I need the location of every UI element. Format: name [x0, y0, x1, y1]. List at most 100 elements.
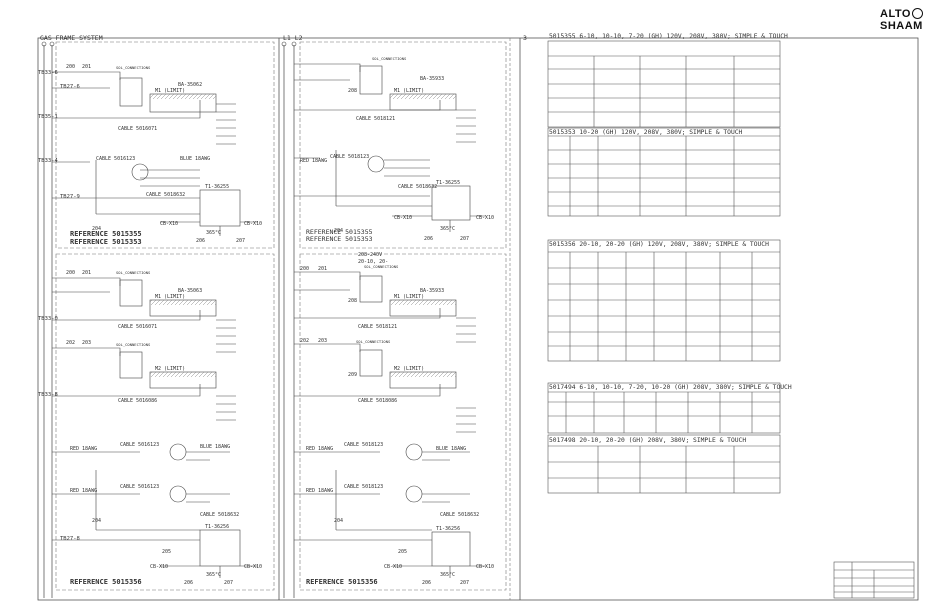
- wire-205: 205: [162, 549, 171, 555]
- wire-207: 207: [460, 236, 469, 242]
- pump-label: M1 (LIMIT): [155, 88, 185, 94]
- cable-label: CABLE 5018086: [358, 398, 397, 404]
- tb-label: TB33-8: [38, 392, 58, 398]
- logo-text-right: SHAAM: [880, 20, 923, 32]
- wire-201: 201: [82, 270, 91, 276]
- pump-label: M1 (LIMIT): [394, 88, 424, 94]
- cable-label: CABLE 5018121: [358, 324, 397, 330]
- pump-label: M2 (LIMIT): [155, 366, 185, 372]
- ba-label: BA-35063: [178, 288, 202, 294]
- terminal-icon: [281, 41, 287, 47]
- cable-label: CABLE 5018123: [344, 442, 383, 448]
- pump-label: M2 (LIMIT): [394, 366, 424, 372]
- tb-label: TB33-0: [38, 316, 58, 322]
- cable-label: CABLE 5016071: [118, 324, 157, 330]
- transformer-label: T1-36256: [205, 524, 229, 530]
- table-title: 5017498 20-10, 20-20 (GH) 208V, 380V; SI…: [549, 437, 746, 444]
- pump-label: M1 (LIMIT): [155, 294, 185, 300]
- cable-label: CABLE 5018121: [356, 116, 395, 122]
- solenoid-label: SOL_CONNECTIONS: [116, 65, 151, 70]
- cable-label: CABLE 5016123: [96, 156, 135, 162]
- wire-204: 204: [92, 518, 101, 524]
- solenoid-label: SOL_CONNECTIONS: [364, 264, 399, 269]
- cb-left: CB-X10: [160, 221, 178, 227]
- voltage-label: 208-240V: [358, 252, 382, 258]
- temp-label: 365°C: [440, 572, 455, 578]
- cb-left: CB-X10: [384, 564, 402, 570]
- table-5017494: [547, 382, 781, 434]
- left-header: GAS FRAME SYSTEM: [40, 34, 103, 42]
- wire-200: 200: [300, 266, 309, 272]
- ba-label: BA-35933: [420, 76, 444, 82]
- cable-label: CABLE 5016071: [118, 126, 157, 132]
- wire-203: 203: [82, 340, 91, 346]
- relay-coil-icon: [367, 155, 385, 173]
- cb-left: CB-X10: [394, 215, 412, 221]
- drawing-border: [37, 37, 919, 601]
- transformer-block: [199, 529, 241, 567]
- cable-label: CABLE 5018632: [146, 192, 185, 198]
- solenoid-label: SOL_CONNECTIONS: [116, 342, 151, 347]
- table-title: 5017494 6-10, 10-10, 7-20, 10-20 (GH) 20…: [549, 384, 792, 391]
- table-5015353: [547, 127, 781, 217]
- relay-coil-icon: [131, 163, 149, 181]
- temp-label: 365°C: [440, 226, 455, 232]
- wire-202: 202: [300, 338, 309, 344]
- solenoid-block: [359, 65, 383, 95]
- logo-ring-icon: [911, 8, 923, 19]
- solenoid-label: SOL_CONNECTIONS: [116, 270, 151, 275]
- wire-204: 204: [92, 226, 101, 232]
- logo-text-left: ALTO: [880, 8, 911, 20]
- relay-coil-icon: [405, 485, 423, 503]
- wire-204: 204: [334, 518, 343, 524]
- red-awg-label: RED 18AWG: [300, 158, 327, 164]
- ref-label: REFERENCE 5015355: [70, 230, 142, 238]
- tb-label: TB33-4: [38, 158, 59, 164]
- table-5017498: [547, 434, 781, 494]
- tb-label: TB27-8: [60, 536, 80, 542]
- voltage-label-2: 20-10, 20-: [358, 259, 388, 265]
- blue-awg-label: BLUE 18AWG: [436, 446, 466, 452]
- wire-206: 206: [184, 580, 193, 586]
- solenoid-label: SOL_CONNECTIONS: [372, 56, 407, 61]
- wire-207: 207: [236, 238, 245, 244]
- blue-awg-label: BLUE 18AWG: [180, 156, 210, 162]
- ref-label-faint: REFERENCE 5015355: [306, 228, 373, 236]
- wire-200: 200: [66, 270, 75, 276]
- cable-label: CABLE 5018123: [344, 484, 383, 490]
- mid-frame-bottom: [299, 253, 507, 591]
- transformer-label: T1-36256: [436, 526, 460, 532]
- cable-label: CABLE 5018632: [440, 512, 479, 518]
- wire-201: 201: [318, 266, 327, 272]
- solenoid-block: [119, 351, 143, 379]
- column-marker: 3: [523, 34, 527, 42]
- solenoid-block: [119, 77, 143, 107]
- terminal-icon: [41, 41, 47, 47]
- solenoid-block: [359, 349, 383, 377]
- wire-208: 208: [348, 298, 357, 304]
- cb-right: CB-X10: [476, 564, 494, 570]
- wire-201: 201: [82, 64, 91, 70]
- ref-label: REFERENCE 5015356: [70, 578, 142, 586]
- wire-206: 206: [424, 236, 433, 242]
- cable-label: CABLE 5016123: [120, 442, 159, 448]
- cb-right: CB-X10: [244, 221, 262, 227]
- cable-label: CABLE 5016123: [120, 484, 159, 490]
- wire-203: 203: [318, 338, 327, 344]
- red-awg-label: RED 18AWG: [70, 488, 97, 494]
- relay-coil-icon: [405, 443, 423, 461]
- transformer-block: [431, 185, 471, 221]
- tb-label: TB33-6: [38, 70, 58, 76]
- wire-209: 209: [348, 372, 357, 378]
- cb-right: CB-X10: [244, 564, 262, 570]
- temp-label: 365°C: [206, 572, 221, 578]
- temp-label: 365°C: [206, 230, 221, 236]
- cable-label: CABLE 5016086: [118, 398, 157, 404]
- solenoid-block: [119, 279, 143, 307]
- red-awg-label: RED 18AWG: [306, 446, 333, 452]
- solenoid-block: [359, 275, 383, 303]
- title-block: [833, 561, 915, 599]
- alto-shaam-logo: ALTOSHAAM: [880, 8, 950, 32]
- blue-awg-label: BLUE 18AWG: [200, 444, 230, 450]
- red-awg-label: RED 18AWG: [70, 446, 97, 452]
